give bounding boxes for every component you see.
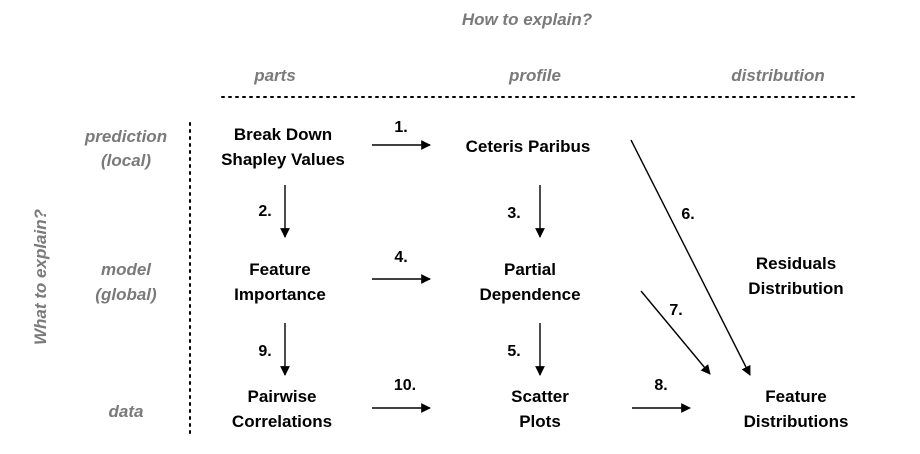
edge-6: 6. [630, 139, 751, 376]
edge-label-5: 5. [507, 343, 520, 360]
node-pairwise-correlations-line1: Pairwise [248, 387, 317, 406]
edge-label-4: 4. [394, 249, 407, 266]
node-feature-importance-line2: Importance [234, 285, 326, 304]
node-scatter-plots-line2: Plots [519, 412, 561, 431]
edge-label-1: 1. [394, 119, 407, 136]
node-feature-importance-line1: Feature [249, 260, 310, 279]
edge-4: 4. [372, 249, 431, 284]
edge-2: 2. [258, 185, 290, 238]
edge-3: 3. [507, 185, 545, 238]
node-ceteris-paribus: Ceteris Paribus [466, 137, 591, 156]
node-partial-dependence-line2: Dependence [479, 285, 580, 304]
node-partial-dependence-line1: Partial [504, 260, 556, 279]
row-data: data [109, 402, 144, 421]
edge-label-10: 10. [394, 377, 416, 394]
edge-5: 5. [507, 323, 545, 376]
column-profile: profile [508, 66, 561, 85]
column-distribution: distribution [731, 66, 824, 85]
node-break-down: Break Down [234, 125, 332, 144]
row-prediction: prediction [84, 127, 167, 146]
edge-9: 9. [258, 323, 290, 376]
edge-10: 10. [372, 377, 431, 413]
node-residuals-distribution-line1: Residuals [756, 254, 836, 273]
how-to-explain-header: How to explain? [462, 10, 593, 29]
edge-8: 8. [632, 377, 691, 413]
edge-label-9: 9. [258, 343, 271, 360]
edge-label-3: 3. [507, 205, 520, 222]
column-parts: parts [253, 66, 296, 85]
node-residuals-distribution-line2: Distribution [748, 279, 843, 298]
what-to-explain-header: What to explain? [31, 208, 50, 345]
node-pairwise-correlations-line2: Correlations [232, 412, 332, 431]
node-feature-distributions-line2: Distributions [744, 412, 849, 431]
edge-label-8: 8. [654, 377, 667, 394]
row-model-sub: (global) [95, 285, 157, 304]
edge-label-6: 6. [681, 206, 694, 223]
row-prediction-sub: (local) [101, 151, 151, 170]
edge-label-2: 2. [258, 203, 271, 220]
node-scatter-plots-line1: Scatter [511, 387, 569, 406]
edge-7: 7. [640, 290, 711, 375]
edge-label-7: 7. [669, 302, 682, 319]
row-model: model [101, 260, 152, 279]
edge-1: 1. [372, 119, 431, 150]
node-shapley-values: Shapley Values [221, 150, 345, 169]
node-feature-distributions-line1: Feature [765, 387, 826, 406]
